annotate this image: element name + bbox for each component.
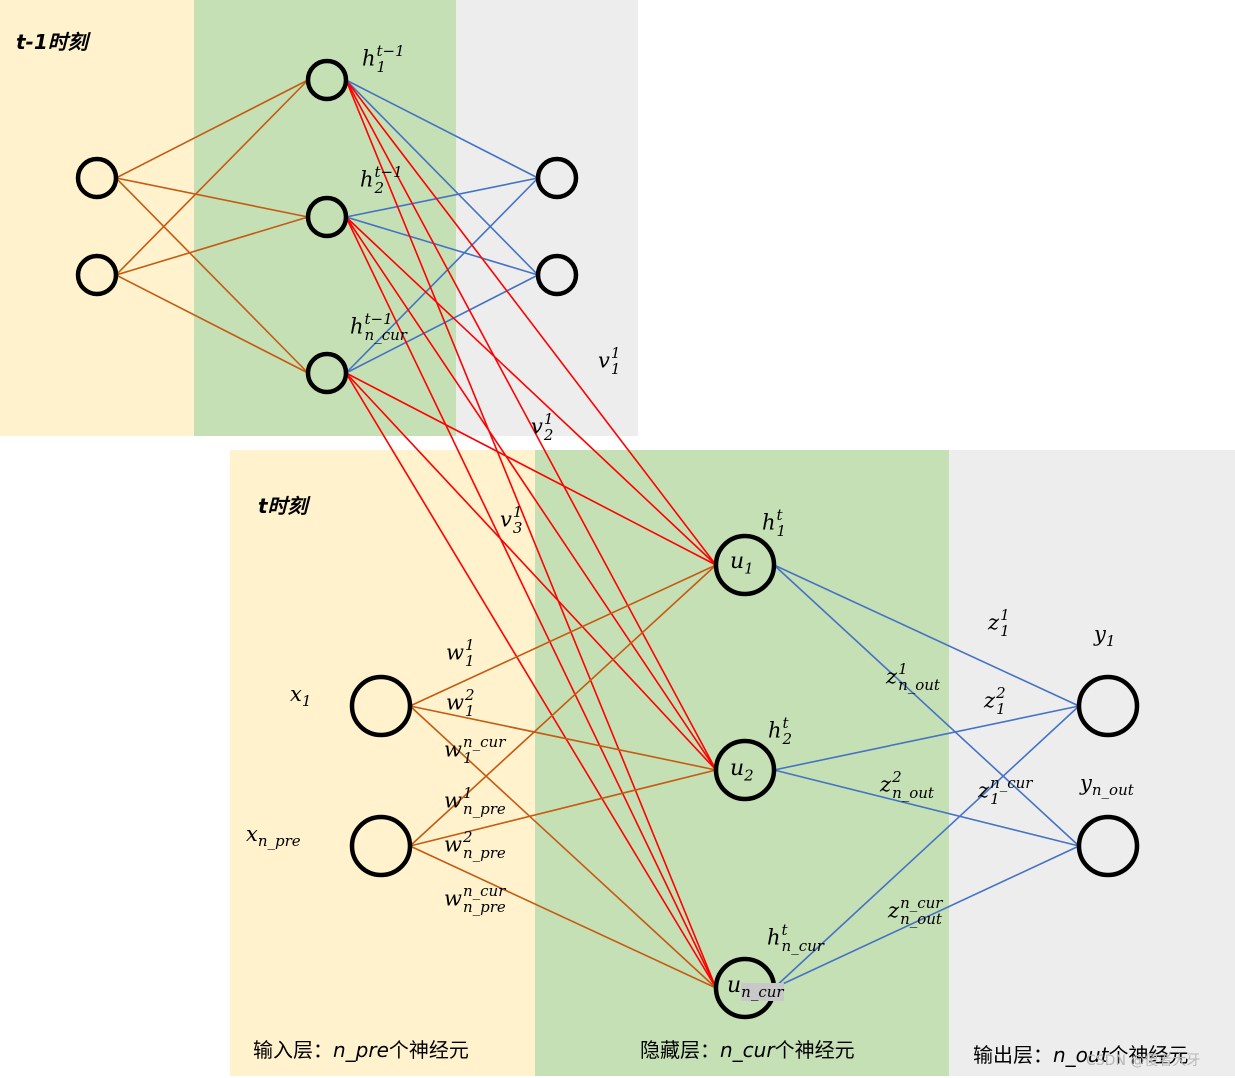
hidden-caption-var: n_cur	[720, 1038, 775, 1062]
prev-hidden-output-edge	[345, 177, 539, 218]
prev-hidden-output-edge	[345, 274, 539, 374]
hidden-caption-suffix: 个神经元	[774, 1038, 855, 1062]
edges	[115, 79, 1080, 989]
input-neuron	[349, 674, 413, 738]
cur-time-title: t时刻	[258, 494, 308, 518]
cur-hidden-output-edge	[773, 564, 1080, 707]
recurrent-edge	[345, 372, 717, 771]
cur-input-hidden-edge	[409, 564, 717, 847]
input-caption-var: n_pre	[333, 1038, 389, 1062]
output-caption-var: n_out	[1053, 1043, 1109, 1067]
prev-output-region	[456, 0, 638, 436]
hidden-node-label: u2	[730, 756, 754, 785]
watermark: CSDN @傻者大牙	[1086, 1053, 1201, 1069]
cur-hidden-output-edge	[773, 564, 1080, 847]
recurrent-edge	[345, 79, 717, 566]
input-caption-prefix: 输入层：	[253, 1038, 333, 1062]
input-label: xn_pre	[246, 822, 301, 851]
cur-hidden-output-edge	[773, 705, 1080, 771]
prev-output-neuron	[535, 156, 579, 200]
cur-input-hidden-edge	[409, 705, 717, 771]
cur-hidden-output-edge	[773, 705, 1080, 989]
prev-input-hidden-edge	[115, 216, 309, 276]
prev-hidden-output-edge	[345, 79, 539, 276]
prev-hidden-neuron	[305, 58, 349, 102]
input-caption-suffix: 个神经元	[388, 1038, 469, 1062]
input-neuron	[349, 814, 413, 878]
hidden-neuron	[713, 533, 777, 597]
recurrent-edge	[345, 216, 717, 566]
output-label: yn_out	[1080, 771, 1134, 800]
cur-input-region	[230, 450, 535, 1076]
output-neuron	[1076, 674, 1140, 738]
input-layer-caption: 输入层：n_pre个神经元	[253, 1034, 469, 1063]
recurrent-edge	[345, 79, 717, 989]
prev-output-neuron	[535, 253, 579, 297]
output-neuron	[1076, 814, 1140, 878]
prev-hidden-neuron	[305, 351, 349, 395]
input-label: x1	[290, 682, 312, 711]
prev-hidden-output-edge	[345, 216, 539, 276]
prev-input-region	[0, 0, 194, 436]
recurrent-edge	[345, 372, 717, 566]
prev-input-hidden-edge	[115, 79, 309, 179]
hidden-caption-prefix: 隐藏层：	[640, 1038, 720, 1062]
prev-input-hidden-edge	[115, 79, 309, 276]
cur-hidden-region	[535, 450, 949, 1076]
cur-input-hidden-edge	[409, 564, 717, 707]
cur-output-region	[949, 450, 1235, 1076]
prev-input-hidden-edge	[115, 274, 309, 374]
hidden-layer-caption: 隐藏层：n_cur个神经元	[640, 1034, 855, 1063]
nodes	[75, 58, 1140, 1020]
hidden-node-label: un_cur	[727, 973, 784, 1002]
cur-hidden-output-edge	[773, 845, 1080, 989]
prev-input-neuron	[75, 253, 119, 297]
prev-hidden-output-edge	[345, 177, 539, 374]
hidden-node-label: u1	[730, 549, 754, 578]
output-caption-prefix: 输出层：	[973, 1043, 1053, 1067]
cur-input-hidden-edge	[409, 705, 717, 989]
recurrent-edge	[345, 216, 717, 771]
prev-input-hidden-edge	[115, 177, 309, 218]
prev-time-title: t-1时刻	[16, 30, 88, 54]
output-layer-caption: 输出层：n_out个神经元	[973, 1039, 1188, 1068]
prev-hidden-neuron	[305, 195, 349, 239]
prev-input-neuron	[75, 156, 119, 200]
recurrent-edge	[345, 79, 717, 771]
cur-hidden-output-edge	[773, 769, 1080, 847]
prev-hidden-output-edge	[345, 79, 539, 179]
hidden-neuron	[713, 738, 777, 802]
output-label: y1	[1094, 622, 1116, 651]
prev-hidden-region	[194, 0, 456, 436]
prev-input-hidden-edge	[115, 177, 309, 374]
output-caption-suffix: 个神经元	[1108, 1043, 1189, 1067]
recurrent-edge	[345, 372, 717, 989]
cur-input-hidden-edge	[409, 769, 717, 847]
recurrent-edge	[345, 216, 717, 989]
cur-input-hidden-edge	[409, 845, 717, 989]
